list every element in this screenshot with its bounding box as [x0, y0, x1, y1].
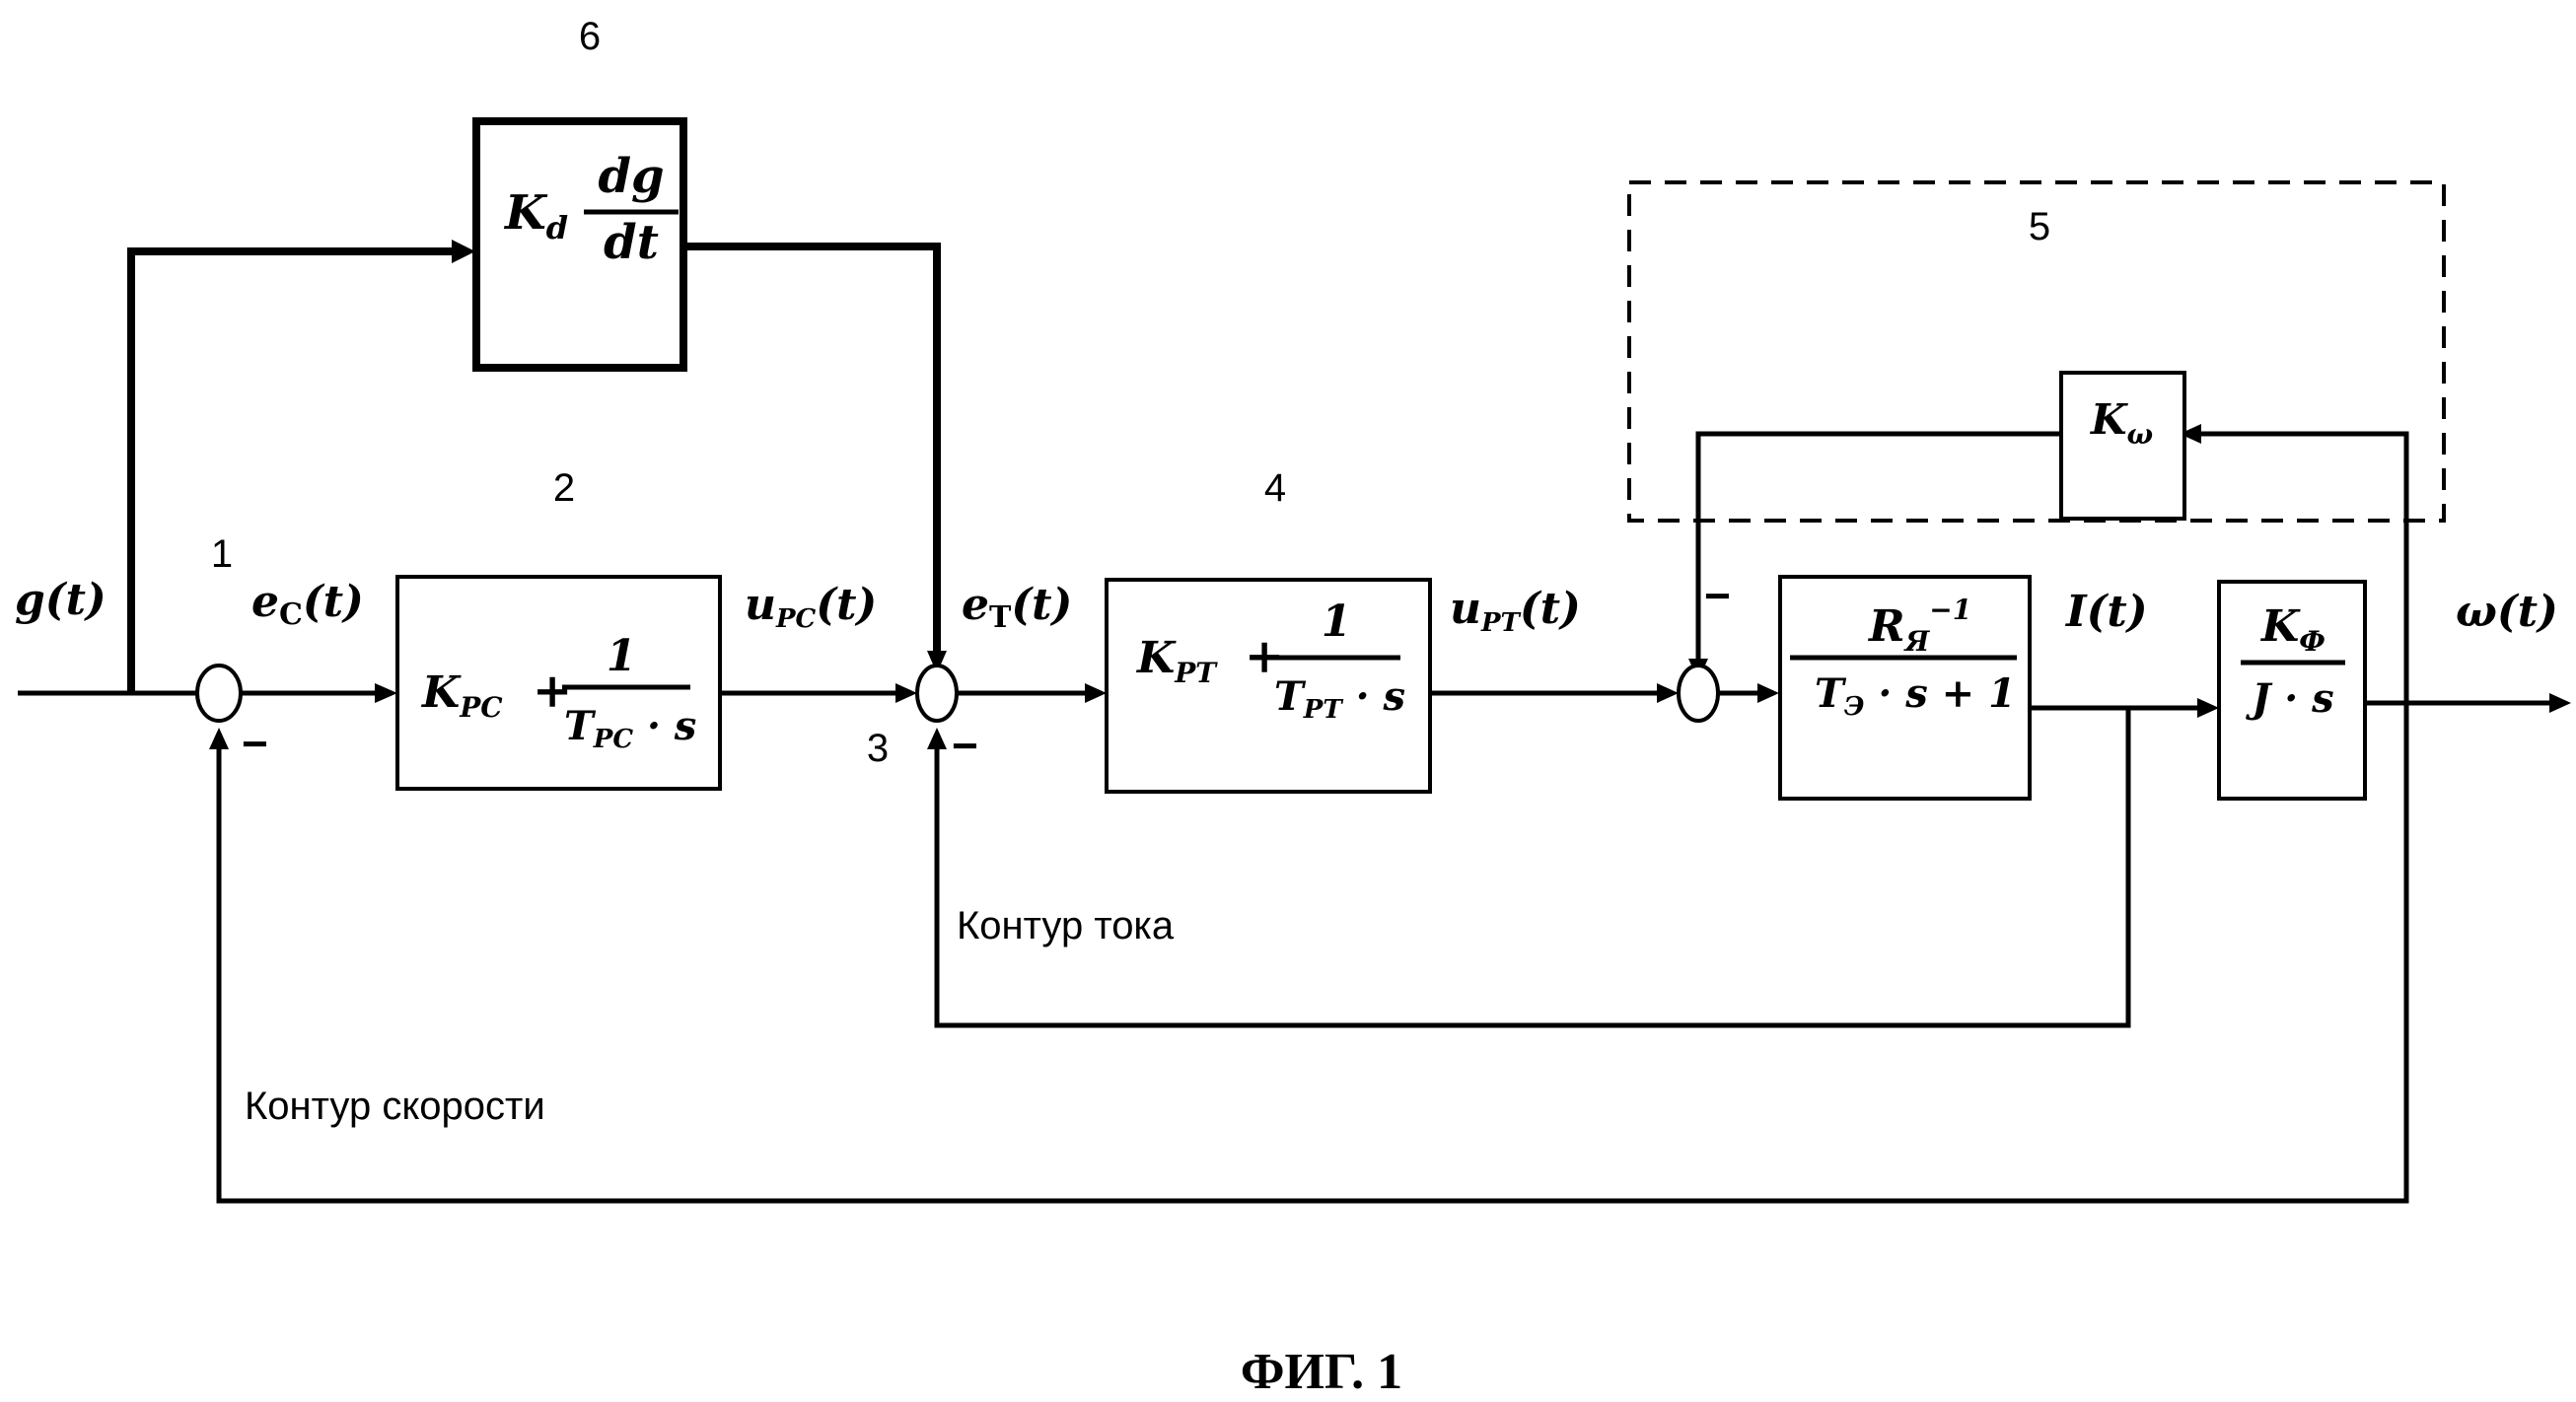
sum-junction-1: [195, 664, 243, 723]
mechanics-numerator: KФ: [2259, 601, 2326, 658]
arrowhead: [2549, 693, 2571, 713]
k-omega-output-line: [1695, 431, 2061, 663]
arrowhead: [1085, 683, 1107, 703]
armature-numerator: RЯ−1: [1867, 594, 1971, 658]
minus-sign-sum3: −: [952, 720, 978, 771]
current-controller-denominator: TPT · s: [1274, 673, 1405, 725]
block-number-4: 4: [1264, 466, 1286, 510]
arrowhead: [2180, 424, 2201, 444]
current-loop-label: Контур тока: [957, 904, 1175, 947]
arrowhead: [2197, 698, 2219, 718]
feedforward-output-line: [683, 243, 941, 663]
minus-sign-sum5: −: [1704, 570, 1731, 621]
speed-controller-plus: +: [533, 664, 572, 719]
arrowhead: [1757, 683, 1779, 703]
speed-feedback-line: [216, 703, 2409, 1204]
feedback-group-frame: [1627, 180, 2446, 523]
signal-u-pc: uPC(t): [745, 580, 877, 634]
armature-block: [1778, 575, 2032, 801]
feedforward-branch-line: [127, 247, 452, 693]
armature-denominator: TЭ · s + 1: [1815, 670, 2016, 722]
mechanics-block: [2217, 580, 2367, 801]
current-controller-block: [1105, 578, 1432, 794]
minus-sign-sum1: −: [242, 718, 268, 769]
block-number-2: 2: [553, 466, 575, 510]
arrowhead: [927, 651, 947, 673]
signal-current: I(t): [2064, 587, 2148, 637]
current-feedback-line: [934, 708, 2131, 1028]
arrowhead: [895, 683, 917, 703]
signal-g: g(t): [15, 575, 107, 625]
signal-omega: ω(t): [2456, 587, 2558, 637]
k-omega-label: Kω: [2090, 395, 2154, 451]
derivative-numerator: dg: [598, 149, 664, 204]
arrowhead: [927, 728, 947, 749]
sum-junction-3: [915, 664, 959, 723]
speed-loop-label: Контур скорости: [245, 1085, 545, 1128]
speed-controller-k: KPC: [420, 667, 503, 724]
signal-e-c: eC(t): [251, 577, 364, 632]
block-number-3: 3: [867, 727, 889, 770]
arrowhead: [375, 683, 397, 703]
k-omega-input-line: [2194, 431, 2409, 703]
derivative-k: Kd: [503, 185, 568, 246]
block-number-6: 6: [579, 15, 601, 58]
arrowhead: [1657, 683, 1679, 703]
signal-e-t: eT(t): [962, 580, 1072, 635]
block-number-5: 5: [2029, 205, 2050, 248]
k-omega-block: [2059, 371, 2186, 521]
block-number-1: 1: [211, 532, 233, 576]
speed-controller-numerator: 1: [607, 631, 637, 681]
arrowhead: [452, 240, 475, 263]
derivative-denominator: dt: [604, 215, 659, 270]
figure-caption: ФИГ. 1: [1241, 1344, 1402, 1400]
derivative-block: [472, 117, 687, 372]
speed-controller-denominator: TPC · s: [564, 703, 696, 754]
signal-u-pt: uPT(t): [1450, 584, 1581, 638]
current-controller-k: KPT: [1135, 633, 1218, 689]
speed-controller-block: [395, 575, 722, 791]
current-controller-numerator: 1: [1322, 596, 1352, 647]
mechanics-denominator: J · s: [2245, 675, 2333, 722]
arrowhead: [209, 728, 229, 749]
sum-junction-5: [1677, 664, 1720, 723]
